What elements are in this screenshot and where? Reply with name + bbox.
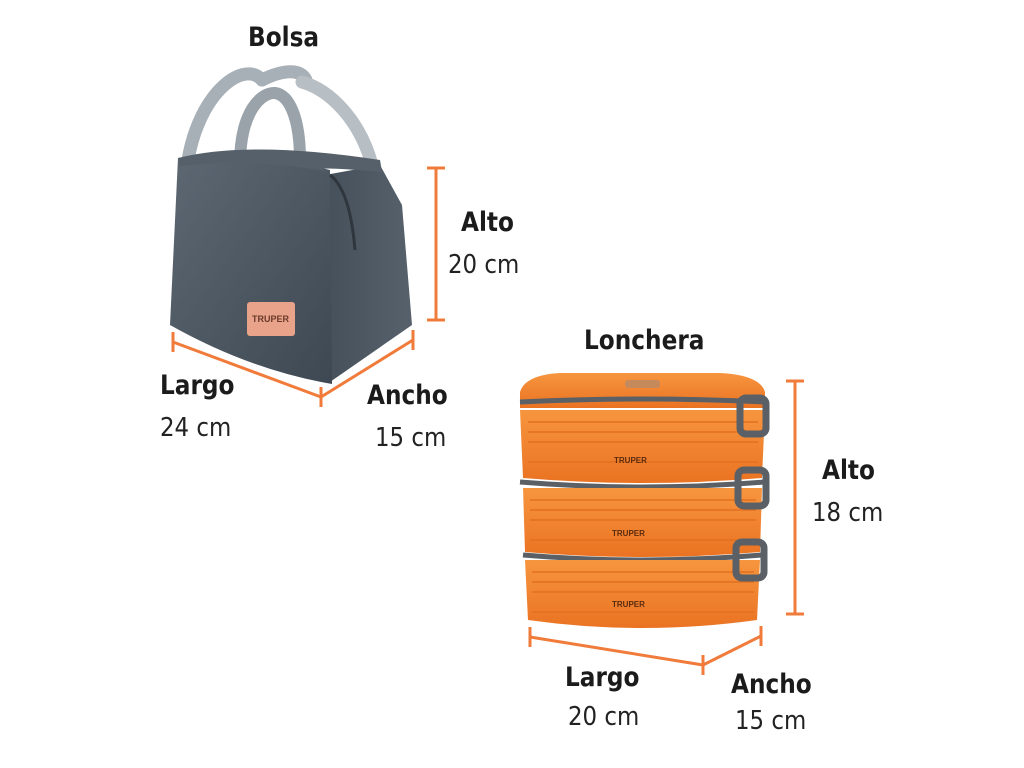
lunchbox-tier-2 <box>523 488 762 557</box>
bag-brand-text: TRUPER <box>252 314 290 324</box>
lunchbox-width-value: 15 cm <box>735 706 807 736</box>
lunchbox-title: Lonchera <box>584 325 705 356</box>
lunchbox-tier-1 <box>520 410 765 483</box>
lunchbox-clips <box>732 394 770 582</box>
bag-height-value: 20 cm <box>448 250 520 280</box>
bag-width-label: Ancho <box>367 380 448 411</box>
bag-title: Bolsa <box>248 22 320 53</box>
lunch-bag <box>170 65 412 384</box>
lunchbox-height-label: Alto <box>822 455 875 486</box>
lunchbox-container <box>519 373 770 628</box>
bag-length-value: 24 cm <box>160 413 232 443</box>
bag-handle-back <box>181 67 269 167</box>
bag-length-label: Largo <box>160 370 235 401</box>
lunchbox-brand-text-1: TRUPER <box>614 456 647 465</box>
lunchbox-length-value: 20 cm <box>568 702 640 732</box>
bag-handle-front <box>295 75 379 172</box>
bag-width-value: 15 cm <box>375 423 447 453</box>
lunchbox-dimension-lines <box>528 379 804 675</box>
lunchbox-brand-text-2: TRUPER <box>612 529 645 538</box>
lunchbox-brand-text-3: TRUPER <box>612 600 645 609</box>
bag-dimension-lines <box>171 166 445 407</box>
lunchbox-width-label: Ancho <box>731 669 812 700</box>
lid-vent <box>625 380 660 388</box>
bag-height-label: Alto <box>461 207 514 238</box>
lunchbox-height-value: 18 cm <box>812 498 884 528</box>
lunchbox-length-label: Largo <box>565 662 640 693</box>
lunchbox-tier-3 <box>525 560 760 628</box>
bag-brand-patch <box>247 302 295 336</box>
